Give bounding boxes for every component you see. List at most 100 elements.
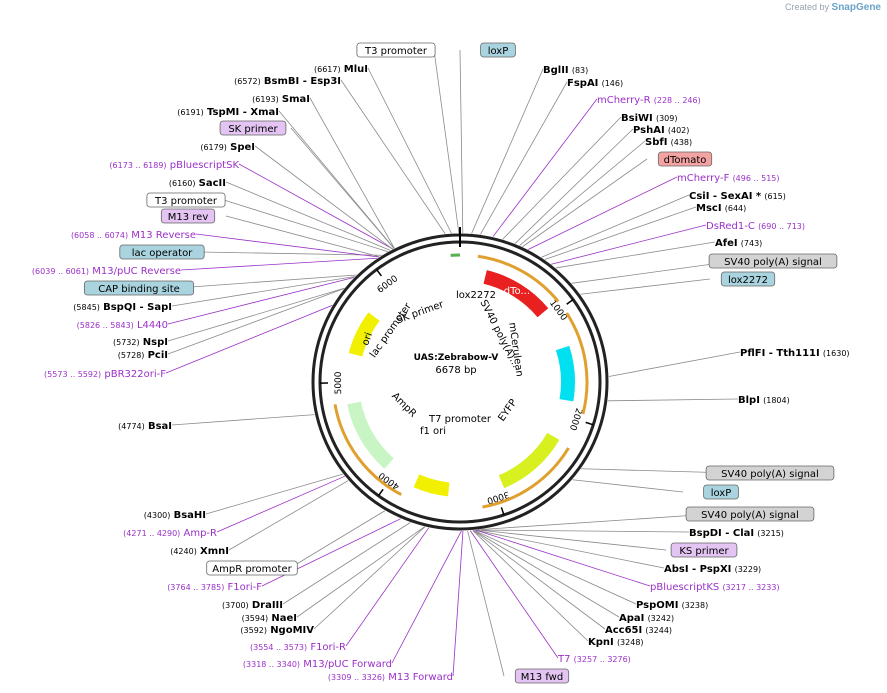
tick-label: 2000 <box>567 407 584 432</box>
snapgene-credit: Created by SnapGene <box>785 2 881 13</box>
label-leader <box>502 116 622 240</box>
label-leader <box>282 522 411 605</box>
enzyme-label: (3594) NaeI <box>242 613 297 624</box>
feature-label-box <box>685 506 815 522</box>
primer-label: DsRed1-C (690 .. 713) <box>706 221 805 232</box>
label-leader <box>607 398 739 402</box>
primer-label: (6058 .. 6074) M13 Reverse <box>71 230 196 241</box>
feature-inner-label: EYFP <box>497 397 520 423</box>
label-leader <box>514 128 634 244</box>
label-leader <box>254 145 393 250</box>
label-leader <box>195 233 379 258</box>
label-leader <box>473 530 620 618</box>
feature-label-box <box>119 244 205 260</box>
feature-arrows <box>333 253 589 509</box>
feature-label: CAP binding site <box>98 284 180 295</box>
enzyme-label: KpnI (3248) <box>588 637 644 648</box>
enzyme-label: SbfI (438) <box>645 137 692 148</box>
tick-mark <box>377 488 384 497</box>
feature-label: loxP <box>711 488 732 499</box>
label-leader <box>475 529 665 569</box>
primer-label: (6039 .. 6061) M13/pUC Reverse <box>32 266 181 277</box>
enzyme-label: Acc65I (3244) <box>605 625 672 636</box>
feature-arrow-mcerulean <box>555 345 575 402</box>
feature-inner-label: ori <box>360 331 375 347</box>
label-leaders <box>165 49 741 677</box>
label-leader <box>199 251 382 256</box>
label-leader <box>541 194 690 258</box>
enzyme-label: (3700) DraIII <box>222 600 283 611</box>
snapgene-logo: SnapGene <box>831 2 881 13</box>
enzyme-label: (6193) SmaI <box>252 94 310 105</box>
label-leader <box>475 529 651 587</box>
feature-label-box <box>657 151 713 167</box>
label-leader <box>477 529 690 533</box>
label-leader <box>472 530 589 642</box>
label-leader <box>171 276 355 307</box>
label-leader <box>473 529 637 605</box>
plasmid-backbone <box>311 227 609 531</box>
label-leader <box>228 480 349 551</box>
feature-label: SK primer <box>228 124 278 135</box>
feature-label: dTomato <box>664 155 707 166</box>
label-leader <box>580 278 711 295</box>
gene-bar <box>477 254 560 303</box>
enzyme-label: (5728) PciI <box>118 350 168 361</box>
feature-arrow-f1ori <box>413 474 450 497</box>
tick-mark <box>376 269 382 277</box>
label-leader <box>527 176 678 250</box>
enzyme-label: (6179) SpeI <box>200 142 255 153</box>
enzyme-label: CsiI - SexAI * (615) <box>689 191 786 202</box>
enzyme-label: BlpI (1804) <box>738 395 790 406</box>
primer-label: (6173 .. 6189) pBluescriptSK <box>109 160 239 171</box>
label-leader <box>433 49 460 234</box>
feature-inner-label: lox2272 <box>456 290 496 301</box>
label-leader <box>225 181 391 251</box>
label-leader <box>469 530 559 659</box>
feature-inner-label: AmpR <box>389 391 418 420</box>
label-leader <box>313 526 426 630</box>
primer-label: pBluescriptKS (3217 .. 3233) <box>650 582 780 593</box>
label-leader <box>572 479 684 493</box>
label-leader <box>289 510 386 569</box>
feature-label-box <box>206 560 298 576</box>
label-leader <box>551 224 707 265</box>
feature-inner-label: T7 promoter <box>428 414 492 425</box>
feature-label-box <box>670 542 738 558</box>
primer-label: mCherry-R (228 .. 246) <box>597 95 701 106</box>
label-leader <box>309 97 395 249</box>
gene-bar <box>482 447 570 509</box>
label-leader <box>473 530 606 630</box>
enzyme-label: (6191) TspMI - XmaI <box>177 107 279 118</box>
label-leader <box>459 49 464 234</box>
feature-label: T3 promoter <box>154 196 218 207</box>
label-leader <box>225 215 380 258</box>
feature-label: loxP <box>488 46 509 57</box>
feature-arrow-dtomato <box>483 270 549 318</box>
gene-bar <box>565 312 589 415</box>
enzyme-label: (5845) BspQI - SapI <box>73 302 172 313</box>
feature-label-box <box>84 280 194 296</box>
inner-ring <box>318 240 602 524</box>
feature-label-box <box>480 42 516 58</box>
enzyme-label: (3592) NgoMIV <box>240 625 314 636</box>
credit-prefix: Created by <box>784 2 830 12</box>
primer-label: (3764 .. 3785) F1ori-F <box>167 582 262 593</box>
label-leader <box>522 158 648 248</box>
label-leader <box>471 68 544 234</box>
enzyme-label: (6160) SacII <box>169 178 226 189</box>
enzyme-label: BglII (83) <box>543 65 588 76</box>
gene-bar <box>333 404 402 496</box>
feature-label-box <box>514 668 570 684</box>
enzyme-label: (6572) BsmBI - Esp3I <box>234 76 341 87</box>
label-leader <box>367 67 452 234</box>
label-leader <box>261 518 401 587</box>
plasmid-length: 6678 bp <box>435 365 476 376</box>
feature-label-box <box>720 271 776 287</box>
enzyme-label: MscI (644) <box>696 203 746 214</box>
primer-label: (4271 .. 4290) Amp-R <box>123 528 217 539</box>
label-leader <box>452 530 464 677</box>
feature-label-box <box>160 208 216 224</box>
feature-label: KS primer <box>679 546 729 557</box>
